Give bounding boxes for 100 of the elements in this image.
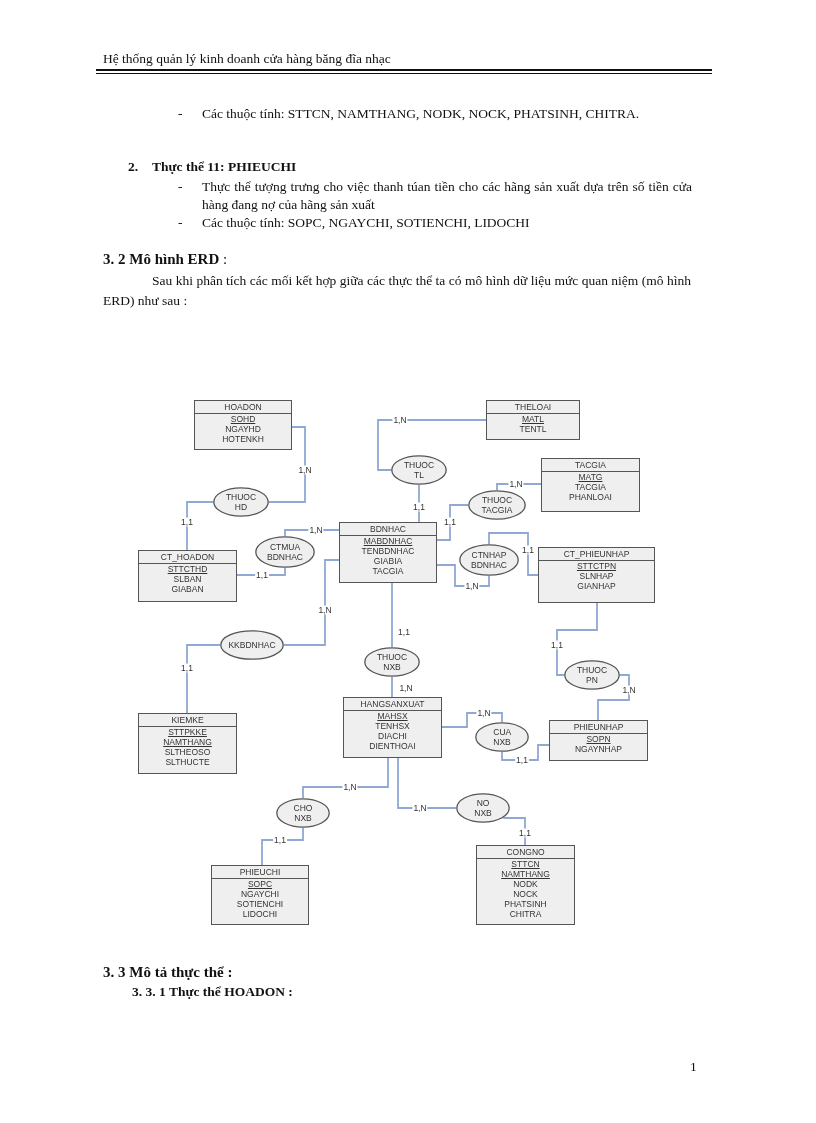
relationship-name: CTMUA BDNHAC	[267, 542, 303, 562]
entity-name: KIEMKE	[139, 714, 236, 727]
attribute-text: SLNHAP	[578, 571, 615, 581]
attribute-text: LIDOCHI	[241, 909, 279, 919]
attribute-text: NGAYHD	[224, 424, 262, 434]
entity-box	[211, 865, 309, 925]
key-attribute: MAHSX	[376, 711, 409, 721]
entity-box	[138, 713, 237, 774]
key-attribute: SOPC	[246, 879, 274, 889]
relationship-ellipse	[220, 630, 284, 660]
relationship-name: THUOC PN	[576, 665, 608, 685]
key-attribute: NAMTHANG	[162, 737, 213, 747]
cardinality-label: 1,N	[308, 525, 324, 535]
body-text: Thực thể tượng trưng cho việc thanh túan tiền cho các hãng sản xuất dựa trên số tiền cửa hàng đang nợ của hãng sản xuất	[202, 178, 692, 214]
relationship-name: THUOC TL	[403, 460, 435, 480]
key-attribute: MATG	[577, 472, 604, 482]
cardinality-label: 1,N	[398, 683, 414, 693]
body-text: Các thuộc tính: SOPC, NGAYCHI, SOTIENCHI, LIDOCHI	[202, 214, 531, 232]
bullet-dash: -	[178, 105, 184, 123]
cardinality-label: 1,N	[508, 479, 524, 489]
attribute-text: GIABAN	[170, 584, 205, 594]
connector-line	[186, 501, 214, 551]
entity-name: THELOAI	[487, 401, 579, 414]
section-heading: 3. 2 Mô hình ERD :	[103, 250, 229, 268]
key-attribute: STTPKKE	[167, 727, 208, 737]
relationship-name: KKBDNHAC	[228, 640, 276, 650]
cardinality-label: 1,1	[515, 755, 529, 765]
relationship-ellipse	[255, 536, 315, 568]
connector-line	[597, 674, 630, 721]
entity-box	[538, 547, 655, 603]
entity-name: PHIEUCHI	[212, 866, 308, 879]
cardinality-label: 1,1	[273, 835, 287, 845]
connector-line	[502, 817, 526, 846]
relationship-ellipse	[213, 487, 269, 517]
relationship-ellipse	[475, 722, 529, 752]
cardinality-label: 1,1	[518, 828, 532, 838]
relationship-ellipse	[459, 544, 519, 576]
key-attribute: SOHD	[229, 414, 257, 424]
key-attribute: STTCTHD	[166, 564, 209, 574]
connector-line	[283, 559, 340, 646]
connector-line	[377, 419, 487, 471]
cardinality-label: 1,1	[550, 640, 564, 650]
connector-line	[436, 504, 469, 541]
section-heading: 3. 3. 1 Thực thể HOADON :	[132, 983, 294, 1001]
entity-name: HOADON	[195, 401, 291, 414]
attribute-text: SLTHUCTE	[164, 757, 211, 767]
list-number: 2.	[128, 158, 140, 176]
cardinality-label: 1,N	[317, 605, 333, 615]
connector-line	[441, 712, 503, 728]
attribute-text: GIANHAP	[576, 581, 617, 591]
relationship-ellipse	[456, 793, 510, 823]
relationship-ellipse	[391, 455, 447, 485]
connector-line	[501, 744, 550, 761]
cardinality-label: 1,N	[464, 581, 480, 591]
entity-name: TACGIA	[542, 459, 639, 472]
cardinality-label: 1,N	[476, 708, 492, 718]
cardinality-label: 1,N	[297, 465, 313, 475]
cardinality-label: 1,N	[342, 782, 358, 792]
attribute-text: DIACHI	[377, 731, 408, 741]
relationship-name: NO NXB	[474, 798, 492, 818]
entity-name: HANGSANXUAT	[344, 698, 441, 711]
entity-box	[138, 550, 237, 602]
relationship-ellipse	[364, 647, 420, 677]
section-heading: 3. 3 Mô tả thực thể :	[103, 963, 234, 981]
cardinality-label: 1,1	[521, 545, 535, 555]
relationship-name: THUOC TACGIA	[481, 495, 513, 515]
entity-box	[339, 522, 437, 583]
attribute-text: SOTIENCHI	[235, 899, 285, 909]
key-attribute: SOPN	[585, 734, 612, 744]
key-attribute: MABDNHAC	[362, 536, 414, 546]
connector-line	[284, 529, 340, 537]
attribute-text: TACGIA	[371, 566, 405, 576]
relationship-ellipse	[276, 798, 330, 828]
attribute-text: NODK	[512, 879, 539, 889]
attribute-text: SLTHEOSO	[163, 747, 212, 757]
connector-line	[236, 567, 286, 576]
cardinality-label: 1,1	[180, 517, 194, 527]
body-text: Các thuộc tính: STTCN, NAMTHANG, NODK, NOCK, PHATSINH, CHITRA.	[202, 105, 641, 123]
connector-line	[186, 644, 221, 714]
entity-box	[343, 697, 442, 758]
attribute-text: TACGIA	[574, 482, 607, 492]
connector-line	[268, 426, 306, 503]
cardinality-label: 1,N	[392, 415, 408, 425]
connector-line	[436, 564, 490, 587]
attribute-text: HOTENKH	[221, 434, 265, 444]
key-attribute: STTCN	[510, 859, 541, 869]
connector-line	[391, 676, 393, 698]
cardinality-label: 1,1	[443, 517, 457, 527]
entity-name: CT_HOADON	[139, 551, 236, 564]
section-heading: Thực thể 11: PHIEUCHI	[152, 158, 298, 176]
cardinality-label: 1,1	[180, 663, 194, 673]
attribute-text: SLBAN	[172, 574, 203, 584]
cardinality-label: 1,1	[412, 502, 426, 512]
entity-box	[486, 400, 580, 440]
entity-box	[194, 400, 292, 450]
attribute-text: TENHSX	[374, 721, 411, 731]
relationship-name: CUA NXB	[493, 727, 511, 747]
key-attribute: MATL	[520, 414, 545, 424]
entity-box	[549, 720, 648, 761]
connector-line	[391, 582, 393, 648]
